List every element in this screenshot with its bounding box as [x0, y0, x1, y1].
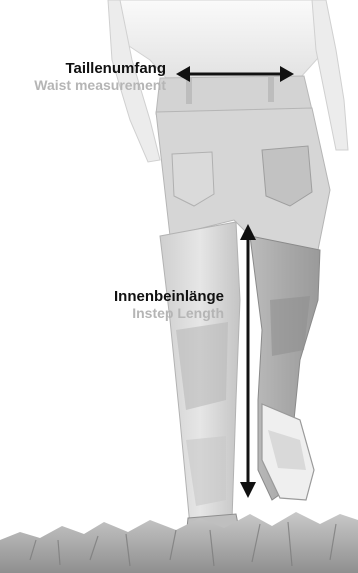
instep-label-german: Innenbeinlänge: [114, 288, 224, 305]
instep-label-english: Instep Length: [114, 305, 224, 321]
right-arm-shape: [312, 0, 348, 150]
waist-measurement-label: Taillenumfang Waist measurement: [34, 60, 166, 93]
grass-shape: [0, 512, 358, 573]
waist-label-german: Taillenumfang: [34, 60, 166, 77]
instep-length-label: Innenbeinlänge Instep Length: [114, 288, 224, 321]
waist-label-english: Waist measurement: [34, 77, 166, 93]
back-pocket-shape: [262, 146, 312, 206]
